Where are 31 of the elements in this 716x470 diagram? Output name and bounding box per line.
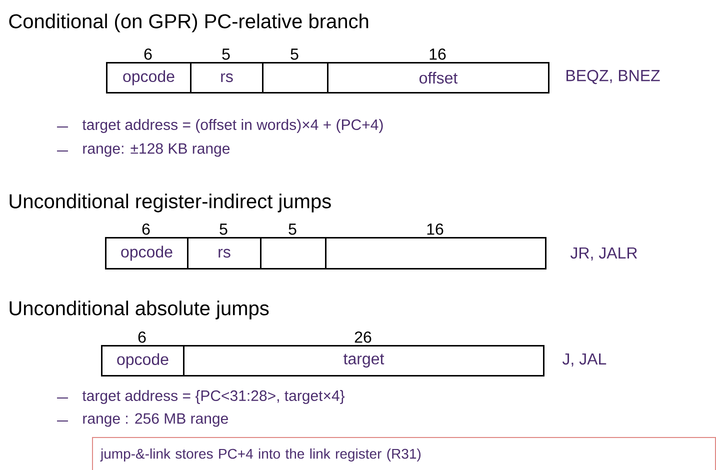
field-cell: opcode — [106, 62, 192, 94]
field-cell: rs — [190, 62, 264, 94]
empty-field-cell — [260, 237, 326, 270]
bit-width: 6 — [142, 223, 150, 235]
field-cell: rs — [187, 237, 262, 270]
empty-field-cell — [325, 237, 546, 270]
section-heading: Unconditional absolute jumps — [10, 300, 269, 320]
empty-field-cell — [262, 62, 328, 94]
bit-width: 16 — [427, 223, 444, 235]
bit-width: 5 — [290, 48, 298, 60]
bit-width: 16 — [430, 48, 446, 60]
bullet-text: range: ±128 KB range — [83, 143, 230, 157]
field-cell: target — [183, 345, 544, 376]
section-heading: Unconditional register-indirect jumps — [10, 194, 331, 212]
bullet-text: range : 256 MB range — [83, 413, 228, 427]
bit-width: 5 — [288, 224, 296, 235]
bullet-text: target address = (offset in words)×4 + (PC+4) — [82, 119, 383, 133]
bullet-text: target address = {PC<31:28>, target×4} — [82, 390, 345, 404]
instruction-names: BEQZ, BNEZ — [566, 70, 660, 84]
note-box: jump-&-link stores PC+4 into the link register (R31) — [92, 437, 716, 470]
bit-width: 5 — [222, 48, 230, 60]
field-cell: opcode — [105, 237, 188, 270]
bit-width: 6 — [144, 48, 152, 60]
section-heading: Conditional (on GPR) PC-relative branch — [9, 14, 368, 32]
field-cell: opcode — [101, 345, 184, 376]
bit-width: 5 — [220, 224, 228, 235]
bit-width: 26 — [354, 331, 372, 343]
instruction-names: JR, JALR — [570, 247, 637, 260]
instruction-names: J, JAL — [562, 353, 606, 366]
bit-width: 6 — [138, 331, 146, 343]
field-cell: offset — [327, 62, 550, 94]
